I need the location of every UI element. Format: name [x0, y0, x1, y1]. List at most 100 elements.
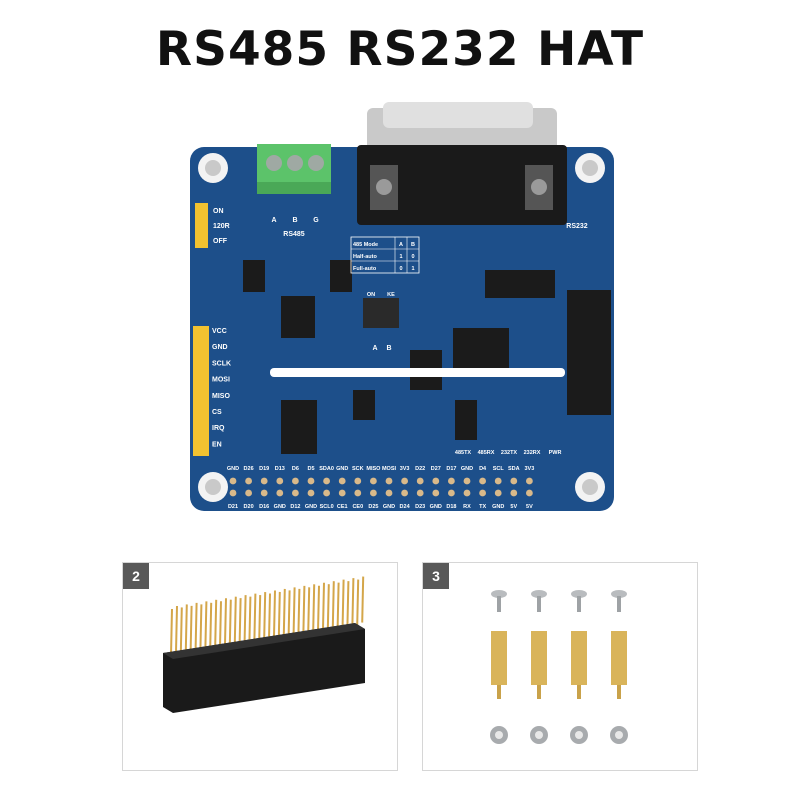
spi-pin-label: EN [212, 441, 222, 448]
led-label: PWR [549, 450, 562, 456]
gpio-bottom-label: D16 [259, 504, 269, 510]
header-pin [361, 576, 365, 623]
gpio-top-label: GND [461, 466, 473, 472]
rs232-label: RS232 [566, 223, 588, 230]
mode-table-header: A [399, 242, 403, 248]
spi-pin-label: IRQ [212, 425, 225, 432]
screw [571, 590, 587, 598]
header-pin [297, 588, 301, 635]
header-pin [219, 601, 222, 648]
rs485-label: RS485 [283, 231, 305, 238]
header-pin [273, 590, 276, 637]
brass-standoff [531, 631, 547, 685]
gpio-bottom-label: GND [274, 504, 286, 510]
terminal-label: A [271, 217, 276, 224]
page-title: RS485 RS232 HAT [155, 22, 645, 77]
gpio-pin [448, 489, 455, 497]
gpio-pin [494, 477, 502, 485]
header-pin [204, 601, 208, 648]
spi-pin-label: SCLK [212, 360, 231, 367]
gpio-pin [260, 477, 268, 485]
header-pin [224, 598, 227, 645]
gpio-bottom-label: CE1 [337, 504, 348, 510]
hex-nut [615, 731, 623, 739]
gpio-pin [401, 489, 408, 497]
gpio-pin [385, 489, 393, 497]
brass-standoff [497, 685, 501, 699]
gpio-bottom-label: GND [305, 504, 317, 510]
header-pin [341, 579, 345, 626]
gpio-top-label: D22 [415, 466, 425, 472]
header-pin [317, 585, 320, 632]
gpio-pin [229, 489, 237, 497]
mode-table-cell: 0 [411, 254, 414, 260]
gpio-pin [370, 489, 377, 497]
gpio-top-label: 3V3 [525, 466, 535, 472]
header-pin [194, 602, 198, 649]
mode-table-header: 485 Mode [353, 242, 378, 248]
gpio-pin [323, 489, 330, 497]
gpio-pin [448, 477, 455, 485]
gpio-pin [526, 477, 533, 485]
header-pin [179, 607, 183, 654]
spi-pin-label: VCC [212, 328, 227, 335]
header-pin [351, 578, 355, 625]
header-pin [214, 599, 218, 646]
header-pin [238, 598, 242, 645]
gpio-bottom-label: D12 [290, 504, 300, 510]
gpio-top-label: D27 [431, 466, 441, 472]
hex-nut [495, 731, 503, 739]
gpio-top-label: D19 [259, 466, 269, 472]
gpio-pin [292, 489, 299, 497]
header-pin [326, 584, 330, 631]
header-pin [307, 587, 311, 634]
gpio-pin [245, 489, 252, 497]
mounting-holes [198, 153, 605, 502]
gpio-pin [307, 489, 315, 497]
screw [531, 590, 547, 598]
gpio-pin [245, 477, 252, 485]
gpio-bottom-label: D18 [446, 504, 456, 510]
gpio-top-label: SDA [508, 466, 520, 472]
header-pin [189, 605, 193, 652]
gpio-pin [354, 489, 362, 497]
gpio-bottom-label: D24 [400, 504, 411, 510]
header-pin [228, 599, 232, 646]
header-pin [277, 591, 281, 638]
led-label: 485RX [478, 450, 495, 456]
gpio-pin [276, 477, 284, 485]
header-pin [233, 596, 237, 643]
header-pin [336, 582, 340, 629]
header-pin [356, 579, 360, 626]
gpio-top-label: MOSI [382, 466, 397, 472]
gpio-top-label: D17 [446, 466, 456, 472]
rs485-terminal-block [257, 144, 331, 194]
gpio-pin [229, 477, 237, 485]
brass-standoff [537, 685, 541, 699]
spi-pin-label: MOSI [212, 377, 230, 384]
gpio-bottom-label: RX [463, 504, 471, 510]
gpio-top-label: GND [227, 466, 239, 472]
hex-nut [535, 731, 543, 739]
termination-jumper [195, 203, 208, 248]
gpio-pin [510, 477, 518, 485]
header-pin [346, 581, 350, 628]
gpio-pin [416, 489, 424, 497]
gpio-pin [479, 477, 486, 485]
header-pin [258, 595, 262, 642]
gpio-bottom-label: D25 [368, 504, 378, 510]
gpio-bottom-label: TX [479, 504, 486, 510]
brass-standoff [617, 685, 621, 699]
gpio-header [229, 477, 533, 497]
gpio-top-label: D13 [275, 466, 285, 472]
gpio-bottom-label: SCL0 [320, 504, 334, 510]
spi-pin-label: CS [212, 409, 222, 416]
gpio-pin [463, 489, 471, 497]
gpio-pin [432, 489, 440, 497]
header-pin [282, 588, 286, 635]
mode-table-cell: Full-auto [353, 266, 377, 272]
screw [497, 596, 501, 612]
header-pin [175, 605, 178, 653]
gpio-pin [338, 489, 346, 497]
